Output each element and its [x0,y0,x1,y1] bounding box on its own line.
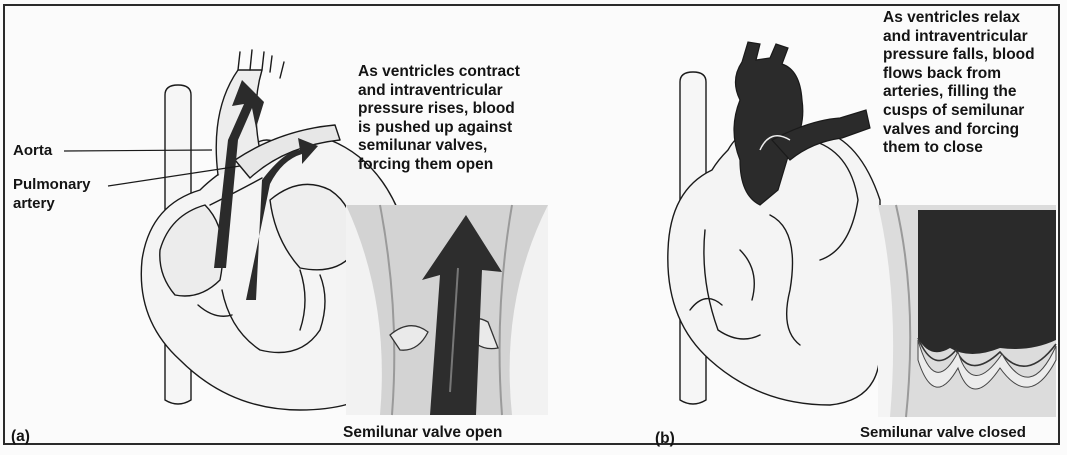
description-line: pressure falls, blood [883,46,1035,65]
panel-b-description: As ventricles relax and intraventricular… [883,9,1035,158]
description-line: them to close [883,139,1035,158]
description-line: and intraventricular [883,28,1035,47]
description-line: cusps of semilunar [883,102,1035,121]
panel-b-letter: (b) [655,430,675,449]
description-line: As ventricles relax [883,9,1035,28]
description-line: valves and forcing [883,121,1035,140]
description-line: arteries, filling the [883,83,1035,102]
panel-b-caption: Semilunar valve closed [860,424,1026,443]
description-line: flows back from [883,65,1035,84]
